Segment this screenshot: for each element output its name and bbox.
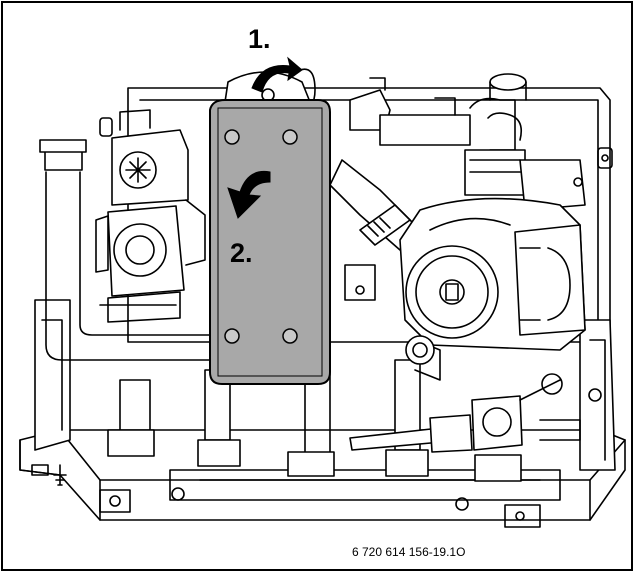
bottom-fittings xyxy=(107,359,522,482)
diverter-valve xyxy=(95,109,206,323)
flow-pipe-top-right xyxy=(349,73,527,151)
circulation-pump xyxy=(399,197,586,381)
step-2-label: 2. xyxy=(230,238,253,268)
left-side-bracket xyxy=(31,299,71,486)
rotation-arrow-icon xyxy=(251,56,303,93)
right-side-bracket xyxy=(579,319,616,471)
air-separator xyxy=(464,149,586,211)
pull-down-arrow-icon xyxy=(227,170,271,219)
plate-heat-exchanger xyxy=(209,99,331,385)
step-1-label: 1. xyxy=(248,24,271,54)
part-code: 6 720 614 156-19.1O xyxy=(352,545,465,559)
safety-valve xyxy=(349,373,581,453)
